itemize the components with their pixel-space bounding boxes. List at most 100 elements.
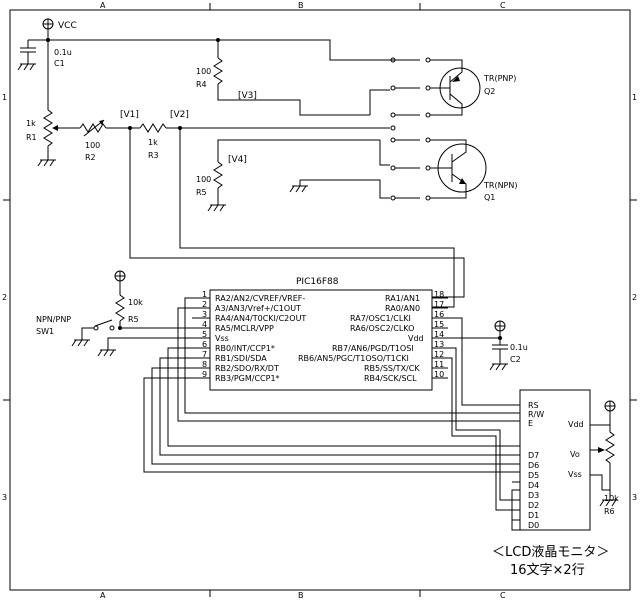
pin-num: 11 [434,360,444,369]
lcd-pin: D7 [528,451,539,460]
lcd-pin: D3 [528,491,539,500]
pin-label: RB1/SDI/SDA [215,354,267,363]
pin-num: 6 [202,340,207,349]
pin-num: 8 [202,360,207,369]
lcd-pin: D4 [528,481,539,490]
pin-label: RA6/OSC2/CLKO [350,324,414,333]
pin-label: A3/AN3/Vref+/C1OUT [215,304,301,313]
col-label-b-bottom: B [298,591,304,600]
pin-num: 18 [434,290,444,299]
r5-pull-value: 10k [128,298,143,307]
r5-100-value: 100 [196,175,211,184]
r5-100-ref: R5 [196,188,207,197]
transistor-q2: TR(PNP) Q2 [430,59,516,116]
r1-value: 1k [26,119,36,128]
pin-num: 10 [434,370,444,379]
r3-ref: R3 [148,151,159,160]
c2-ref: C2 [510,355,521,364]
pin-num: 16 [434,310,444,319]
q1-ref: Q1 [484,193,495,202]
lcd-pin: D0 [528,521,539,530]
row-label-3: 3 [2,493,7,502]
mcu-body [209,289,433,391]
lcd-pin: RS [528,401,539,410]
pin-num: 5 [202,330,207,339]
r2-ref: R2 [85,153,96,162]
pin-label: RA7/OSC1/CLKI [350,314,411,323]
col-label-c: C [500,1,506,10]
pin-label: RB5/SS/TX/CK [364,364,420,373]
r4-value: 100 [196,67,211,76]
pin-label: RB2/SDO/RX/DT [215,364,279,373]
vcc-symbol-c2 [494,320,506,332]
resistor-r6: 10k R6 [590,411,619,516]
vcc-symbol: VCC [42,18,77,31]
lcd-caption: ＜LCD液晶モニタ＞ [492,545,609,560]
vcc-label: VCC [58,21,77,31]
pin-label: RA5/MCLR/VPP [215,324,274,333]
c1-ref: C1 [54,59,65,68]
pin-num: 14 [434,330,444,339]
pin-num: 15 [434,320,444,329]
resistor-r2: 100 R2 [58,119,140,162]
lcd-pin: D2 [528,501,539,510]
selector-switch [289,57,431,201]
node-v4: [V4] [228,155,247,165]
pin-label: Vdd [408,334,424,343]
vcc-rail [28,29,395,110]
capacitor-c2: 0.1u C2 [448,331,528,371]
pin-num: 12 [434,350,444,359]
r3-value: 1k [148,138,158,147]
row-label-2-right: 2 [632,293,637,302]
c2-value: 0.1u [510,343,528,352]
q2-type: TR(PNP) [483,74,516,83]
pin-num: 13 [434,340,444,349]
node-v1: [V1] [120,110,139,120]
mcu-right-pins: 18 RA1/AN1 17 RA0/AN0 16 RA7/OSC1/CLKI 15 RA… [298,290,448,383]
pin-num: 7 [202,350,207,359]
node-v2: [V2] [170,110,189,120]
pin-num: 9 [202,370,207,379]
sw1-ref: SW1 [36,327,54,336]
r6-value: 10k [604,494,619,503]
r4-ref: R4 [196,80,207,89]
resistor-r1: 1k R1 [26,109,58,167]
r1-ref: R1 [26,133,37,142]
col-label-b: B [298,1,304,10]
lcd-pin: D1 [528,511,539,520]
border [9,9,631,591]
pin-num: 2 [202,300,207,309]
pin-label: RB7/AN6/PGD/T1OSI [332,344,414,353]
r6-ref: R6 [604,507,615,516]
q1-type: TR(NPN) [483,181,517,190]
row-label-3-right: 3 [632,493,637,502]
sw1-value: NPN/PNP [36,315,71,324]
capacitor-c1: 0.1u C1 [17,40,72,71]
node-v3: [V3] [238,91,257,101]
vss-wire [97,337,192,357]
r5-pull-ref: R5 [128,315,139,324]
pin-label: RA1/AN1 [385,294,420,303]
resistor-r3: 1k R3 [V1] [V2] [120,110,370,160]
pin-label: RB6/AN5/PGC/T1OSO/T1CKI [298,354,409,363]
vcc-symbol-sw [114,270,126,282]
mcu-name: PIC16F88 [296,277,339,287]
pin-label: RB3/PGM/CCP1* [215,374,280,383]
row-label-1-right: 1 [632,93,637,102]
resistor-r5-100: 100 R5 [V4] [196,139,380,212]
col-label-a-bottom: A [100,591,106,600]
lcd-pin: Vo [570,450,580,459]
pin-label: RB0/INT/CCP1* [215,344,275,353]
pin-label: RA0/AN0 [385,304,420,313]
pin-num: 3 [202,310,207,319]
row-label-1: 1 [2,93,7,102]
lcd-module: RS R/W E D7 D6 D5 D4 D3 D2 D1 D0 Vdd Vo … [492,389,609,578]
pin-num: 17 [434,300,444,309]
pin-label: Vss [215,334,229,343]
lcd-pin: Vss [568,470,582,479]
lcd-pin: D5 [528,471,539,480]
